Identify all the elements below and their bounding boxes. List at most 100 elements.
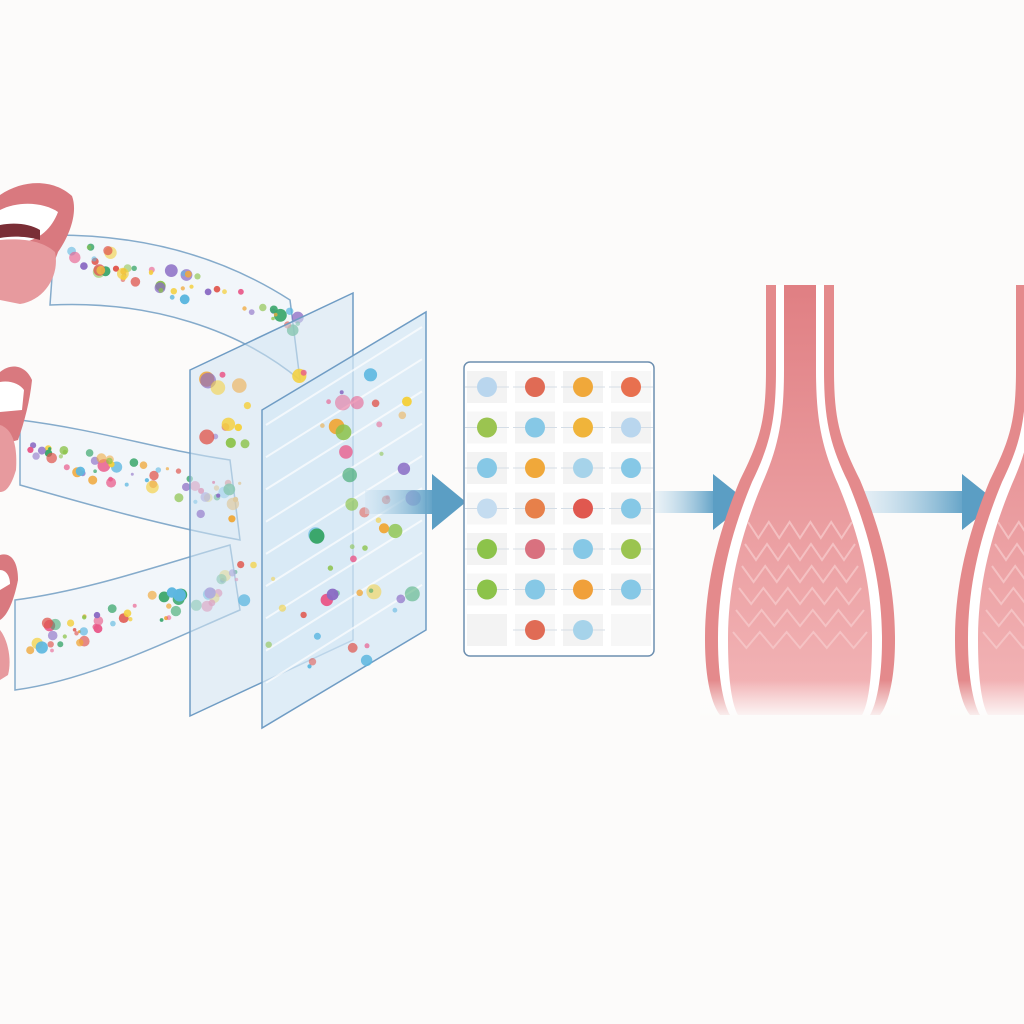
filtered-particle <box>234 423 242 432</box>
flow-arrows <box>365 474 997 530</box>
arrow-icon <box>365 474 466 530</box>
filtered-particle <box>371 399 380 408</box>
particle <box>147 590 157 600</box>
filtered-particle <box>313 632 321 640</box>
particle <box>194 273 201 280</box>
particle <box>107 604 117 613</box>
particle <box>139 461 148 470</box>
particle <box>91 256 97 262</box>
particle <box>63 464 70 471</box>
particle <box>132 603 137 608</box>
filtered-particle <box>398 411 407 420</box>
filtered-particle <box>308 658 317 666</box>
filtered-particle <box>320 423 325 428</box>
grid-dot <box>477 377 497 397</box>
mouth-icon <box>0 366 32 492</box>
particle <box>182 482 191 492</box>
grid-dot <box>477 417 497 438</box>
panel-line <box>265 326 423 426</box>
filtered-particle <box>350 555 357 563</box>
airway-fold <box>994 542 1024 562</box>
particle <box>67 619 75 627</box>
panel-line <box>265 583 423 684</box>
filtered-particle <box>309 528 325 544</box>
particle <box>259 303 267 312</box>
filtered-particle <box>307 664 312 669</box>
filtered-particle <box>392 607 398 613</box>
particle <box>131 265 137 271</box>
filtered-particle <box>335 424 352 441</box>
particle <box>130 277 141 287</box>
particle <box>74 631 79 636</box>
filtered-particle <box>350 396 364 410</box>
filtered-particle <box>219 371 226 378</box>
filtered-particle <box>363 368 378 382</box>
particle <box>271 316 275 321</box>
grid-cell <box>467 614 507 646</box>
airway-fold <box>747 520 853 540</box>
particle <box>93 611 101 619</box>
filtered-particle <box>368 588 374 593</box>
panel-line <box>265 390 423 491</box>
particle <box>222 289 227 295</box>
particle <box>86 245 92 250</box>
grid-dot <box>525 417 545 438</box>
grid-dot <box>573 539 593 559</box>
particle <box>148 270 154 275</box>
arrow-icon <box>857 474 997 530</box>
particle <box>146 480 159 494</box>
airway <box>700 285 900 720</box>
panel-line <box>265 455 423 555</box>
particle <box>47 630 58 641</box>
particle <box>26 646 35 655</box>
grid-dot <box>621 579 641 600</box>
filtered-particle <box>339 390 344 395</box>
grid-dot <box>477 498 497 519</box>
particle <box>85 449 94 457</box>
particle <box>174 493 184 503</box>
particle <box>273 312 278 317</box>
particle <box>103 246 113 256</box>
particle <box>170 605 182 617</box>
grid-dot <box>477 539 497 559</box>
filtered-particle <box>375 517 382 523</box>
grid-dot <box>573 417 593 438</box>
filtered-particle <box>228 515 236 523</box>
filtered-particle <box>221 417 236 431</box>
particle <box>179 294 190 305</box>
filtered-particle <box>216 493 221 498</box>
grid-dot <box>621 458 641 478</box>
filtered-particle <box>335 394 351 411</box>
filtered-particle <box>402 396 412 407</box>
airway-second <box>950 285 1024 720</box>
particle <box>75 466 86 476</box>
filtered-particle <box>240 439 250 449</box>
particle <box>286 307 294 315</box>
particle <box>158 591 170 603</box>
airway-fold <box>997 520 1024 540</box>
filtered-particle <box>225 437 236 448</box>
grid-dot <box>573 579 593 600</box>
particle <box>175 468 182 474</box>
filtered-particle <box>376 421 383 428</box>
particle <box>117 267 129 280</box>
arrow-icon <box>655 474 748 530</box>
particle <box>149 470 159 481</box>
particle <box>155 467 162 473</box>
grid-dot <box>573 620 593 640</box>
grid-dot <box>573 377 593 397</box>
particle <box>166 603 172 609</box>
filtered-particle <box>250 561 257 569</box>
particle <box>46 452 57 464</box>
mouth-icon <box>0 183 75 304</box>
particle <box>129 458 139 467</box>
particle <box>166 615 172 621</box>
filtered-particle <box>342 467 358 483</box>
filtered-particle <box>396 594 406 604</box>
particle <box>112 265 120 272</box>
particle <box>59 446 69 455</box>
grid-dot <box>573 498 593 519</box>
filtered-particle <box>243 402 251 410</box>
filtered-particle <box>379 451 384 456</box>
grid-dot <box>525 458 545 478</box>
